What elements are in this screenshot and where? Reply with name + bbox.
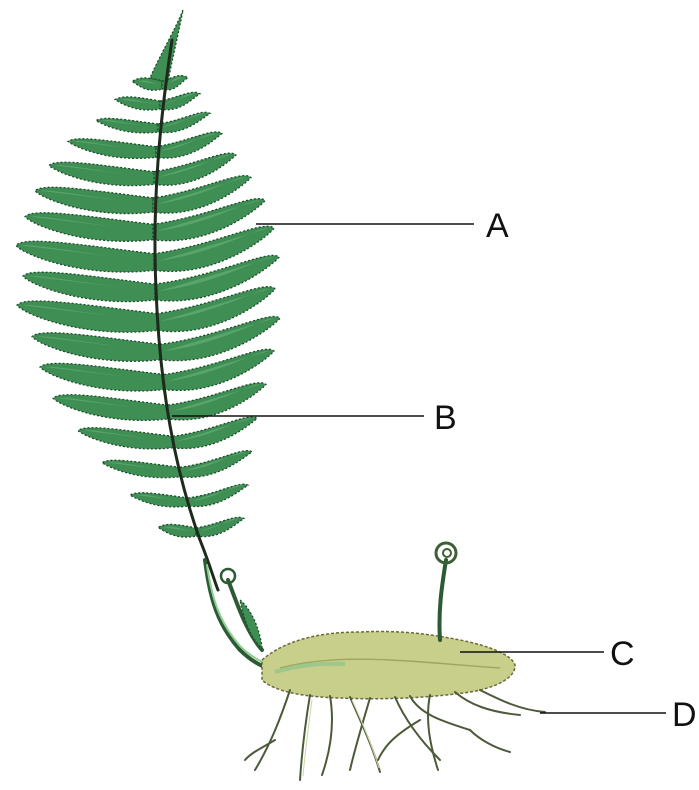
label-b: B (434, 399, 457, 437)
label-c: C (610, 635, 635, 673)
young-frond (240, 600, 262, 648)
label-a: A (486, 207, 509, 245)
rhizome (262, 543, 515, 699)
pinna (25, 213, 153, 242)
pinnae-group (16, 76, 280, 538)
pinna (196, 517, 244, 536)
pinna (180, 451, 252, 478)
pinna (23, 272, 155, 301)
pinna (158, 112, 210, 132)
frond (16, 10, 280, 590)
pinna (115, 97, 160, 110)
pinna (132, 78, 162, 90)
pinna (32, 333, 160, 362)
pinna (173, 417, 257, 448)
pinna (16, 241, 154, 272)
roots (245, 690, 545, 780)
pinna (156, 132, 222, 158)
label-d: D (672, 696, 697, 734)
pinna (188, 484, 248, 506)
pinna (17, 301, 157, 332)
